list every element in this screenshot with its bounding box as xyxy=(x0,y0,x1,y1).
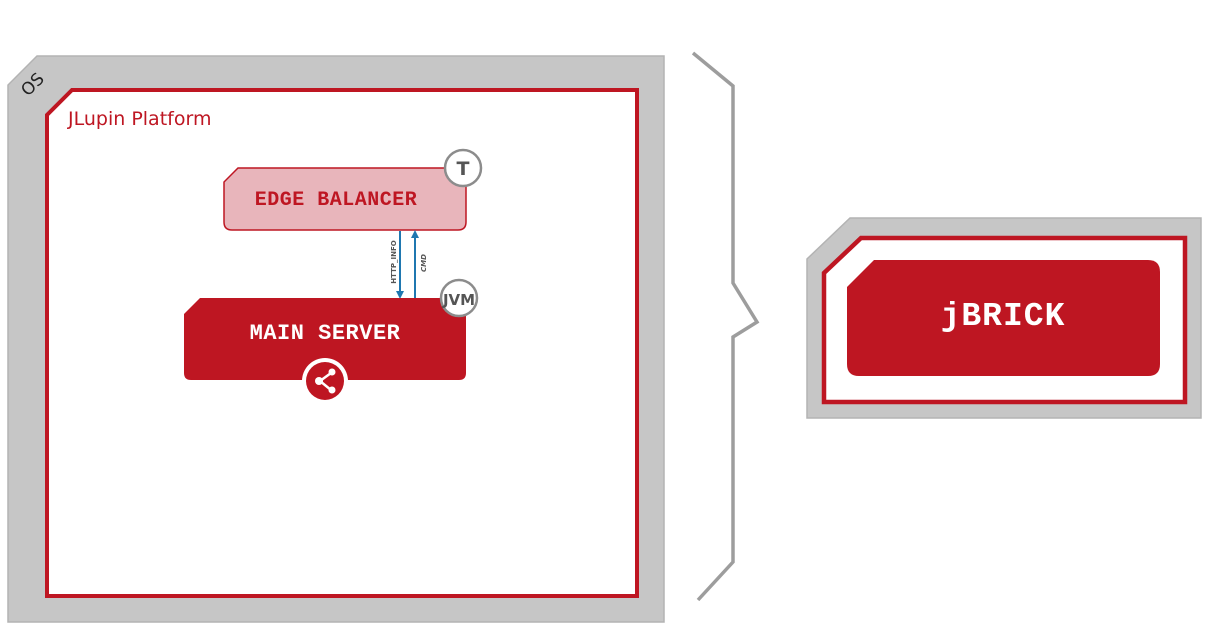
jbrick-node-box[interactable] xyxy=(847,260,1160,376)
tomcat-badge-label: T xyxy=(457,158,470,180)
share-icon[interactable] xyxy=(302,358,348,404)
badge-circle-icon xyxy=(439,278,479,318)
jbrick-block[interactable]: jBRICK xyxy=(806,217,1202,419)
main-server-box[interactable] xyxy=(184,298,466,380)
edge-balancer-node[interactable]: EDGE BALANCER T xyxy=(223,148,483,231)
right-curly-brace-icon xyxy=(691,51,760,602)
edge-balancer-label: EDGE BALANCER xyxy=(255,189,418,212)
platform-label: JLupin Platform xyxy=(67,108,211,130)
cmd-label: CMD xyxy=(420,254,428,272)
tomcat-badge: T xyxy=(443,148,483,188)
jvm-badge: JVM xyxy=(439,278,479,318)
connections: HTTP_INFO CMD xyxy=(390,230,428,299)
http-info-label: HTTP_INFO xyxy=(390,240,398,283)
main-server-label: MAIN SERVER xyxy=(250,321,401,346)
badge-circle-icon xyxy=(443,148,483,188)
main-server-node[interactable]: MAIN SERVER JVM xyxy=(184,278,479,404)
jbrick-label: jBRICK xyxy=(941,298,1066,335)
jvm-badge-label: JVM xyxy=(442,291,475,309)
